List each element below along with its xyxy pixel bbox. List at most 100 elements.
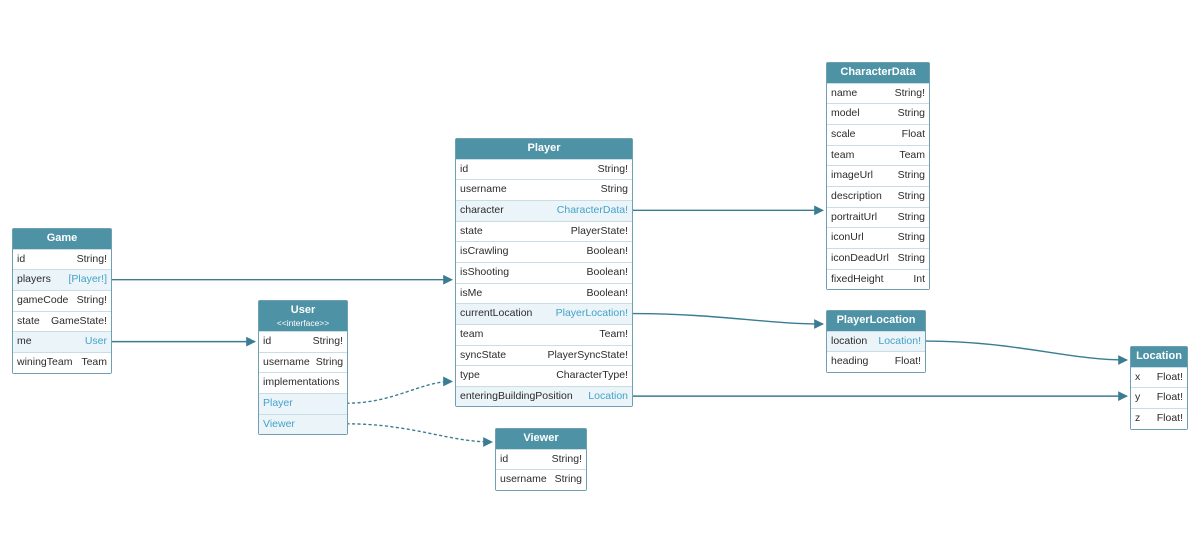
field-type: Int <box>913 272 925 285</box>
field-type: String! <box>76 294 107 307</box>
field-row-isCrawling[interactable]: isCrawling Boolean! <box>456 241 632 262</box>
implementation-link[interactable]: Player <box>263 396 293 409</box>
node-header-location[interactable]: Location <box>1131 347 1187 367</box>
node-subtitle: <<interface>> <box>276 317 330 328</box>
field-name: team <box>831 148 855 161</box>
field-type: String <box>897 231 925 244</box>
field-row-fixedHeight[interactable]: fixedHeight Int <box>827 268 929 290</box>
field-name: isShooting <box>460 265 510 278</box>
field-name: imageUrl <box>831 169 874 182</box>
field-type: Float! <box>1156 391 1183 404</box>
field-name: x <box>1135 370 1141 383</box>
field-name: isCrawling <box>460 245 509 258</box>
field-row-Player[interactable]: Player <box>259 392 347 414</box>
node-header-user[interactable]: User<<interface>> <box>259 301 347 331</box>
field-name: me <box>17 335 32 348</box>
field-type-link[interactable]: Location! <box>878 334 921 347</box>
field-row-location[interactable]: location Location! <box>827 330 925 352</box>
field-row-implementations[interactable]: implementations <box>259 372 347 393</box>
field-name: id <box>500 452 509 465</box>
node-header-characterData[interactable]: CharacterData <box>827 63 929 83</box>
field-row-me[interactable]: me User <box>13 331 111 352</box>
node-title: Location <box>1136 350 1182 362</box>
node-header-player[interactable]: Player <box>456 139 632 159</box>
field-type: Float! <box>1156 370 1183 383</box>
field-type-link[interactable]: User <box>84 335 107 348</box>
edge-playerLocation-location-to-location <box>924 340 1128 365</box>
field-row-y[interactable]: y Float! <box>1131 387 1187 409</box>
field-name: heading <box>831 355 869 368</box>
field-type: String <box>897 107 925 120</box>
type-node-playerLocation[interactable]: PlayerLocation location Location! heading Fl… <box>826 310 926 374</box>
field-name: y <box>1135 391 1141 404</box>
field-type: CharacterType! <box>556 369 628 382</box>
edge-user-Player-to-player <box>346 376 453 404</box>
field-name: fixedHeight <box>831 272 884 285</box>
node-header-game[interactable]: Game <box>13 229 111 249</box>
field-row-type[interactable]: type CharacterType! <box>456 365 632 386</box>
field-row-players[interactable]: players[Player!] <box>13 269 111 291</box>
field-type: Float <box>901 128 925 141</box>
field-type: Boolean! <box>586 245 628 258</box>
field-type-link[interactable]: PlayerLocation! <box>555 307 628 320</box>
field-name: type <box>460 369 480 382</box>
node-title: Player <box>527 142 561 154</box>
edge-player-currentLocation-to-playerLocation <box>631 312 824 329</box>
field-type: PlayerSyncState! <box>547 348 628 361</box>
field-row-syncState[interactable]: syncState PlayerSyncState! <box>456 344 632 366</box>
field-name: implementations <box>263 376 340 389</box>
node-header-playerLocation[interactable]: PlayerLocation <box>827 311 925 331</box>
field-type: String <box>600 183 628 196</box>
field-type-link[interactable]: [Player!] <box>68 273 107 286</box>
field-name: location <box>831 334 868 347</box>
field-name: username <box>500 473 547 486</box>
field-row-x[interactable]: x Float! <box>1131 366 1187 388</box>
field-type: Boolean! <box>586 286 628 299</box>
field-name: syncState <box>460 348 507 361</box>
field-type: String! <box>76 252 107 265</box>
field-type: GameState! <box>50 314 107 327</box>
field-type-link[interactable]: CharacterData! <box>556 204 628 217</box>
field-type: Float! <box>894 355 921 368</box>
field-row-heading[interactable]: heading Float! <box>827 351 925 373</box>
field-row-Viewer[interactable]: Viewer <box>259 413 347 435</box>
field-type: PlayerState! <box>570 224 628 237</box>
field-type-link[interactable]: Location <box>588 389 628 402</box>
implementation-link[interactable]: Viewer <box>263 417 295 430</box>
node-header-viewer[interactable]: Viewer <box>496 429 586 449</box>
